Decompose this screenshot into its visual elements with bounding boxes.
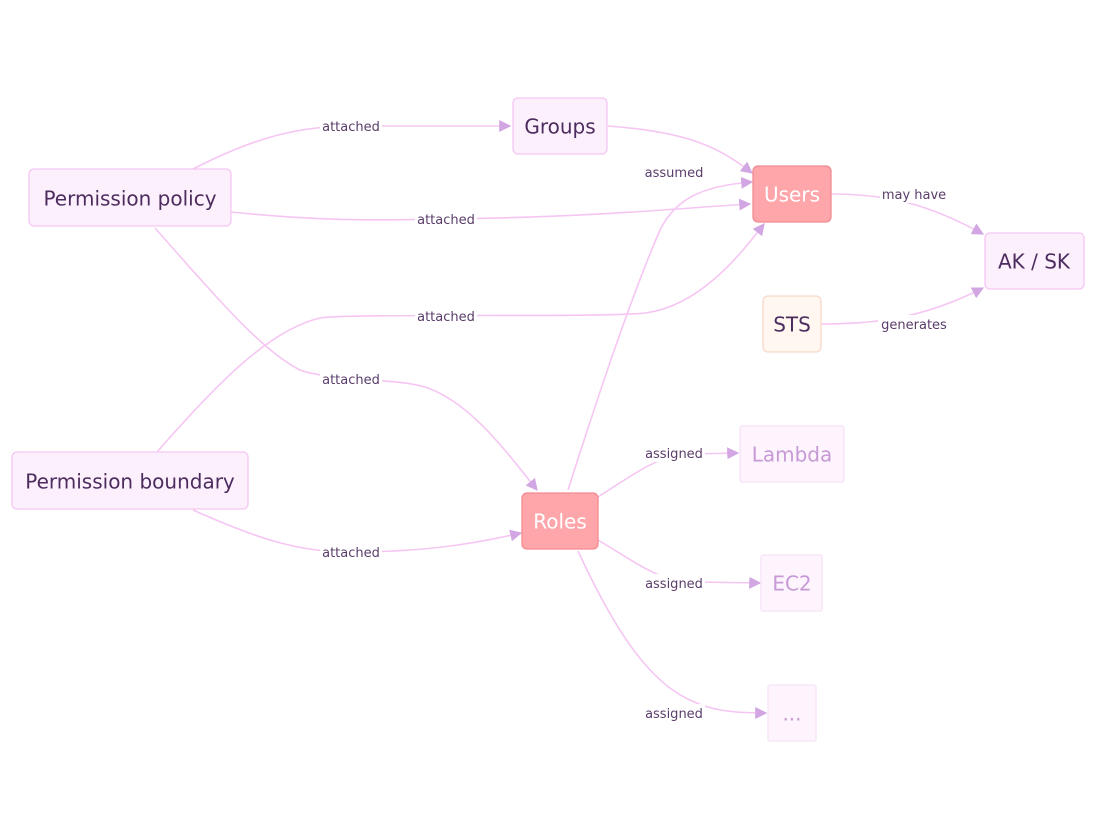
node-permission-boundary[interactable]: Permission boundary bbox=[11, 451, 249, 510]
edge-label-policy-groups-text: attached bbox=[322, 120, 380, 135]
node-more-label: ... bbox=[782, 702, 801, 726]
edge-roles-to-users bbox=[567, 176, 754, 491]
node-ak-sk-label: AK / SK bbox=[998, 250, 1071, 274]
edge-label-roles-more: assigned bbox=[643, 704, 705, 722]
edge-label-boundary-users: attached bbox=[415, 307, 477, 325]
node-more[interactable]: ... bbox=[767, 684, 817, 742]
node-roles[interactable]: Roles bbox=[521, 492, 599, 550]
edge-label-policy-users-text: attached bbox=[417, 213, 475, 228]
edge-label-policy-roles-text: attached bbox=[322, 373, 380, 388]
nodes: Permission policy Permission boundary Gr… bbox=[11, 97, 1085, 742]
edge-users-to-aksk bbox=[830, 193, 985, 235]
node-groups-label: Groups bbox=[524, 115, 595, 139]
node-ak-sk[interactable]: AK / SK bbox=[984, 232, 1085, 290]
edge-label-roles-more-text: assigned bbox=[645, 707, 703, 722]
node-users[interactable]: Users bbox=[752, 165, 832, 223]
edge-label-users-aksk: may have bbox=[880, 185, 948, 203]
edge-label-roles-ec2-text: assigned bbox=[645, 577, 703, 592]
node-lambda[interactable]: Lambda bbox=[739, 425, 845, 483]
node-ec2[interactable]: EC2 bbox=[760, 554, 823, 612]
edge-label-policy-roles: attached bbox=[320, 370, 382, 388]
edge-label-roles-users: assumed bbox=[643, 163, 705, 181]
edge-label-boundary-users-text: attached bbox=[417, 310, 475, 325]
node-sts[interactable]: STS bbox=[762, 295, 822, 353]
edge-roles-to-more bbox=[577, 550, 768, 719]
edge-label-roles-ec2: assigned bbox=[643, 574, 705, 592]
node-sts-label: STS bbox=[773, 313, 811, 337]
edge-label-policy-groups: attached bbox=[320, 117, 382, 135]
edge-label-sts-aksk: generates bbox=[878, 315, 950, 333]
edge-label-users-aksk-text: may have bbox=[882, 188, 946, 203]
node-roles-label: Roles bbox=[533, 510, 587, 534]
edge-labels: attached attached attached attached atta… bbox=[320, 117, 950, 722]
node-lambda-label: Lambda bbox=[752, 443, 833, 467]
edge-label-roles-lambda-text: assigned bbox=[645, 447, 703, 462]
edge-label-roles-lambda: assigned bbox=[643, 444, 705, 462]
node-permission-policy[interactable]: Permission policy bbox=[28, 168, 232, 227]
edge-label-roles-users-text: assumed bbox=[645, 166, 704, 181]
edge-boundary-to-users bbox=[156, 223, 765, 453]
edge-label-sts-aksk-text: generates bbox=[881, 318, 947, 333]
node-permission-policy-label: Permission policy bbox=[43, 187, 216, 211]
edge-policy-to-roles bbox=[154, 227, 538, 491]
edge-label-boundary-roles-text: attached bbox=[322, 546, 380, 561]
edges bbox=[154, 120, 985, 719]
node-users-label: Users bbox=[764, 183, 820, 207]
edge-groups-to-users bbox=[607, 125, 753, 174]
node-permission-boundary-label: Permission boundary bbox=[25, 470, 235, 494]
node-groups[interactable]: Groups bbox=[512, 97, 608, 155]
edge-label-boundary-roles: attached bbox=[320, 543, 382, 561]
node-ec2-label: EC2 bbox=[772, 572, 811, 596]
edge-label-policy-users: attached bbox=[415, 210, 477, 228]
